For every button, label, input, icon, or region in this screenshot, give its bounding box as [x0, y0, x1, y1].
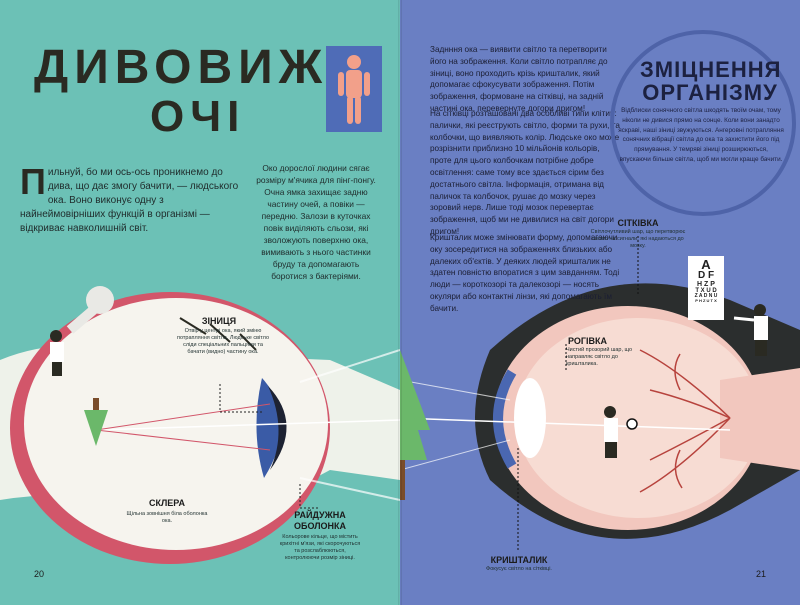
note-retina: Світлочутливий шар, що перетворює світло…	[590, 229, 686, 249]
label-iris: РАЙДУЖНА ОБОЛОНКА	[293, 510, 347, 531]
drop-cap: П	[20, 161, 46, 202]
paragraph-vision-function: Заднння ока — виявити світло та перетвор…	[430, 45, 608, 113]
human-body-icon	[326, 46, 382, 132]
sidebar-circle	[610, 30, 796, 216]
note-cornea: Чистий прозорий шар, що направляє світло…	[566, 347, 633, 367]
eye-chart-row-3: H Z P	[697, 281, 715, 288]
eye-front-illustration	[0, 286, 400, 564]
paragraph-lens: Кришталик може змінювати форму, допомага…	[430, 233, 620, 313]
page-number-right: 21	[755, 569, 766, 579]
label-cornea: РОГІВКА	[568, 336, 607, 346]
eye-size-paragraph: Око дорослої людини сягає розміру м'ячик…	[256, 163, 376, 281]
sidebar-title-line2: ОРГАНІЗМУ	[642, 80, 778, 105]
page-number-left: 20	[34, 569, 45, 579]
eye-chart-row-6: P H Z U T X	[695, 298, 717, 303]
intro-text: ильнуй, бо ми ось-ось проникнемо до дива…	[20, 167, 239, 234]
sidebar-title: ЗМІЦНЕННЯ ОРГАНІЗМУ	[640, 58, 780, 104]
note-sclera: Щільна зовнішня біла оболонка ока.	[126, 511, 208, 524]
page-title-line2: ОЧІ	[150, 92, 246, 141]
eye-chart: A D F H Z P T X U D Z A D N U P H Z U T …	[688, 256, 724, 320]
label-sclera: СКЛЕРА	[148, 498, 186, 508]
eye-chart-row-2: D F	[697, 270, 715, 281]
page-title-line1: ДИВОВИЖНІ	[34, 41, 389, 94]
label-lens: КРИШТАЛИК	[490, 555, 548, 565]
paragraph-rods-cones: На сітківці розташовані два особливі тип…	[430, 109, 620, 236]
label-pupil: ЗІНИЦЯ	[201, 316, 237, 326]
tree-icon	[400, 350, 430, 500]
note-pupil: Отвір у центрі ока, який зміню потраплян…	[176, 328, 270, 355]
eye-chart-row-5: Z A D N U	[694, 293, 718, 299]
eye-chart-row-1: A	[701, 257, 711, 272]
eye-chart-row-4: T X U D	[695, 288, 717, 294]
note-lens: Фокусує світло на сітківці.	[486, 566, 552, 572]
eye-cross-section-illustration	[400, 236, 800, 552]
note-iris: Кольорове кільце, що містить крихітні м'…	[279, 534, 361, 561]
label-retina: СІТКІВКА	[617, 218, 659, 228]
right-page: Заднння ока — виявити світло та перетвор…	[400, 0, 800, 605]
sidebar-title-line1: ЗМІЦНЕННЯ	[640, 57, 782, 82]
sidebar-text: Відблиски сонячного світла шкодять твоїм…	[618, 107, 784, 163]
book-gutter	[398, 0, 402, 605]
